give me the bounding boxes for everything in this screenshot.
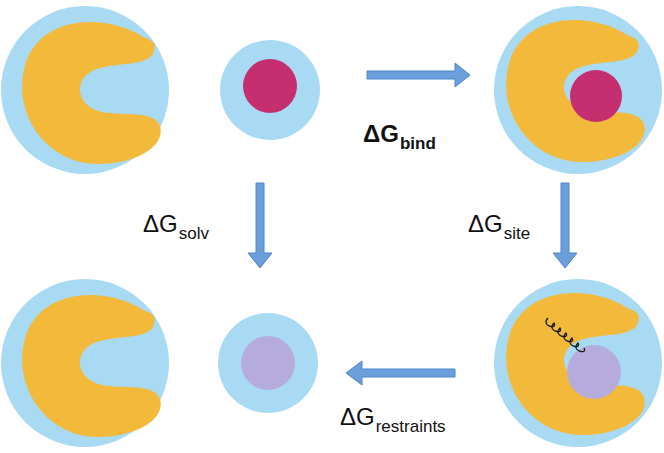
state-bound <box>494 6 662 174</box>
free-energy-symbol: ΔG <box>468 212 503 236</box>
decoupled-ligand <box>241 336 295 390</box>
arrows <box>248 63 577 385</box>
arrow-restraints <box>346 361 455 385</box>
solvent-shell <box>220 40 320 140</box>
solvent-shell <box>494 6 662 174</box>
free-energy-subscript: restraints <box>376 418 446 435</box>
ligand <box>243 59 297 113</box>
free-energy-subscript: bind <box>400 135 436 152</box>
solvent-shell <box>218 313 318 413</box>
solvent-shell <box>1 6 169 174</box>
free-energy-symbol: ΔG <box>340 405 375 429</box>
arrow-bind <box>367 63 470 87</box>
spring-coil <box>546 318 585 352</box>
free-energy-symbol: ΔG <box>143 212 178 236</box>
arrow-site <box>553 183 577 268</box>
decoupled-ligand <box>567 345 621 399</box>
restraint-spring <box>546 318 585 352</box>
arrow-solv <box>248 183 272 268</box>
protein <box>22 22 161 164</box>
free-energy-subscript: solv <box>179 225 209 242</box>
free-energy-subscript: site <box>504 225 530 242</box>
state-decoupled-free <box>1 279 318 447</box>
protein <box>506 293 645 435</box>
protein <box>22 295 161 437</box>
solvent-shell <box>494 279 662 447</box>
state-restrained <box>494 279 662 447</box>
protein <box>506 20 645 162</box>
free-energy-symbol: ΔG <box>363 122 399 146</box>
solvent-shell <box>1 279 169 447</box>
state-unbound <box>1 6 320 174</box>
ligand <box>570 70 622 122</box>
